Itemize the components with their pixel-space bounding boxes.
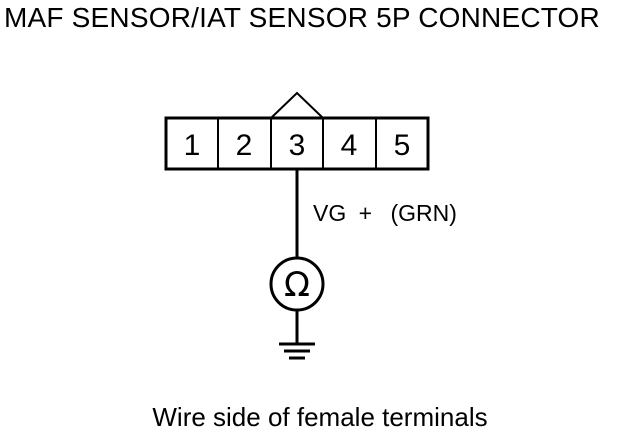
connector-lock-tab [270, 91, 324, 119]
pin-1-label: 1 [184, 129, 201, 162]
wire-color-label: (GRN) [390, 200, 456, 226]
wire-label: VG + (GRN) [313, 200, 457, 226]
pin-5-label: 5 [394, 129, 411, 162]
connector-5p: 1 2 3 4 5 [164, 91, 430, 171]
connector-housing [164, 116, 430, 171]
wire-signal-label: VG [313, 200, 346, 226]
wire-polarity-label: + [359, 200, 372, 226]
diagram-caption: Wire side of female terminals [152, 402, 488, 432]
diagram-title: MAF SENSOR/IAT SENSOR 5P CONNECTOR [4, 2, 600, 33]
pin-2-label: 2 [236, 129, 253, 162]
pin-4-label: 4 [341, 129, 358, 162]
ground-icon [279, 342, 315, 360]
ohmmeter-icon: Ω [269, 256, 325, 312]
pin-3-label: 3 [289, 129, 306, 162]
ohm-symbol: Ω [284, 265, 310, 305]
